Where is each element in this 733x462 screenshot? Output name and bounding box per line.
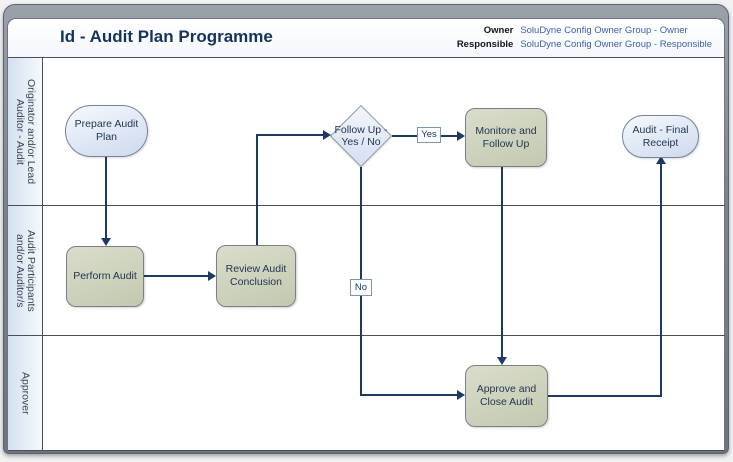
arrowhead-down-icon [101, 238, 111, 246]
arrowhead-right-icon [457, 131, 465, 141]
lane-originator: Originator and/or Lead Auditor - Audit [8, 58, 725, 206]
node-followup-decision-label[interactable]: Follow Up - Yes / No [334, 124, 388, 148]
node-approve-and-close-audit[interactable]: Approve and Close Audit [465, 365, 548, 427]
lane-participants: Audit Participants and/or Auditor/s [8, 206, 725, 336]
arrowhead-right-icon [323, 130, 331, 140]
diagram-header: Id - Audit Plan Programme Owner SoluDyne… [8, 19, 724, 57]
owner-value[interactable]: SoluDyne Config Owner Group - Owner [520, 25, 688, 36]
edge-review-followup-v [256, 134, 258, 245]
node-prepare-audit-plan[interactable]: Prepare Audit Plan [65, 105, 148, 157]
node-monitore-and-follow-up[interactable]: Monitore and Follow Up [465, 108, 547, 167]
edge-label-no: No [350, 279, 372, 296]
lane-label-line: Auditor - Audit [14, 98, 26, 165]
edge-approve-final-h [548, 395, 662, 397]
swimlanes: Originator and/or Lead Auditor - Audit A… [8, 57, 725, 451]
node-audit-final-receipt[interactable]: Audit - Final Receipt [622, 115, 699, 158]
lane-label-originator: Originator and/or Lead Auditor - Audit [8, 58, 43, 205]
owner-label: Owner [483, 25, 514, 36]
edge-perform-review [144, 275, 209, 277]
owner-info: Owner SoluDyne Config Owner Group - Owne… [457, 24, 712, 51]
responsible-label: Responsible [456, 39, 514, 50]
edge-followup-approve-h [360, 394, 458, 396]
edge-prepare-perform [105, 157, 107, 239]
edge-label-yes: Yes [417, 127, 441, 143]
lane-label-approver: Approver [8, 336, 43, 450]
lane-label-line: Approver [19, 371, 32, 415]
arrowhead-up-icon [656, 156, 666, 164]
lane-label-participants: Audit Participants and/or Auditor/s [8, 206, 43, 335]
lane-approver: Approver [8, 336, 725, 451]
diagram-panel [7, 18, 725, 452]
responsible-value[interactable]: SoluDyne Config Owner Group - Responsibl… [520, 39, 712, 50]
edge-review-followup-h [256, 134, 324, 136]
lane-label-line: Originator and/or Lead [25, 78, 37, 185]
node-review-audit-conclusion[interactable]: Review Audit Conclusion [216, 245, 296, 307]
lane-label-line: and/or Auditor/s [14, 233, 26, 308]
node-perform-audit[interactable]: Perform Audit [66, 246, 144, 307]
arrowhead-down-icon [497, 357, 507, 365]
page-title: Id - Audit Plan Programme [60, 27, 273, 46]
arrowhead-right-icon [208, 271, 216, 281]
lane-label-line: Audit Participants [25, 229, 37, 312]
edge-approve-final-v [660, 164, 662, 397]
edge-monitore-approve [501, 167, 503, 358]
arrowhead-right-icon [457, 390, 465, 400]
